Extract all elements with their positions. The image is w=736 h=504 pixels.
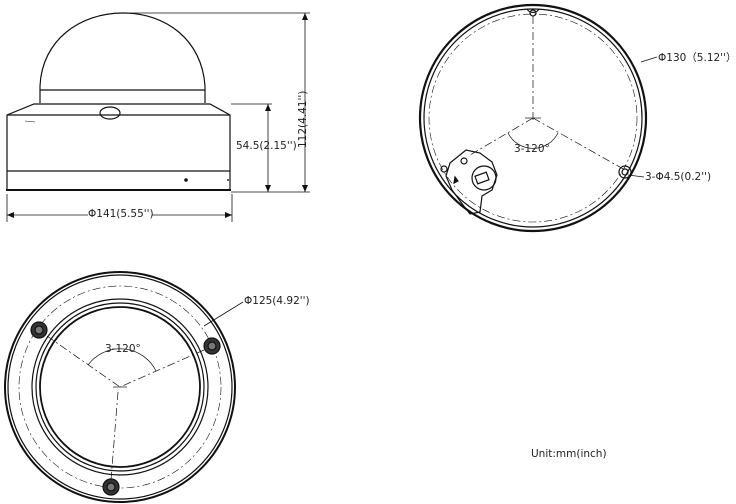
mount-diameter-label: Φ130（5.12''） [658, 52, 736, 64]
side-total-height-label: 112(4.41'') [297, 90, 309, 148]
side-width-label: Φ141(5.55'') [88, 208, 154, 220]
side-view-camera [6, 12, 231, 191]
unit-label: Unit:mm(inch) [531, 448, 607, 460]
mount-angle-label: 3-120° [514, 143, 550, 155]
mount-hole-label: 3-Φ4.5(0.2'') [645, 171, 712, 183]
side-base-height-label: 54.5(2.15'') [236, 140, 297, 152]
bottom-diameter-label: Φ125(4.92'') [244, 295, 310, 307]
mount-plate-view [418, 3, 648, 233]
bottom-angle-label: 3-120° [105, 343, 141, 355]
screw-icon [30, 321, 221, 496]
bottom-view [4, 271, 236, 503]
